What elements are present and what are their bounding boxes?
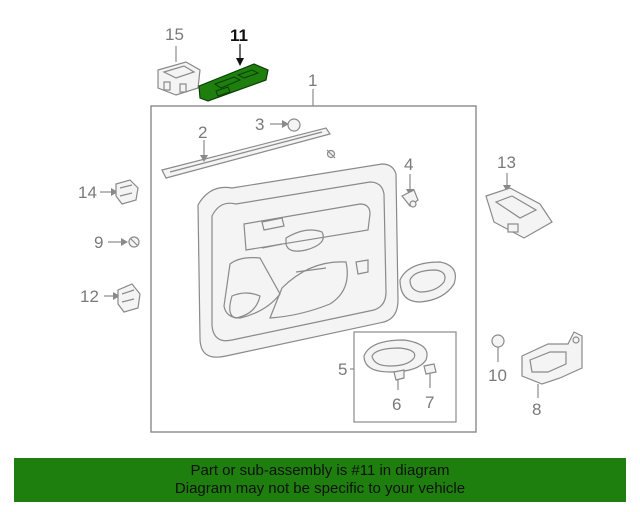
part-4-clip[interactable] xyxy=(401,189,419,208)
door-trim-panel[interactable] xyxy=(197,163,399,358)
part-12-clip[interactable] xyxy=(117,283,141,313)
part-8-bracket[interactable] xyxy=(521,331,583,385)
callout-15: 15 xyxy=(165,25,184,44)
banner-line-2: Diagram may not be specific to your vehi… xyxy=(174,480,466,497)
callout-3: 3 xyxy=(255,115,264,134)
part-15-switch[interactable] xyxy=(157,61,201,96)
part-9-fastener[interactable] xyxy=(128,236,140,248)
part-3-clip[interactable] xyxy=(287,118,301,132)
callout-5: 5 xyxy=(338,360,347,379)
callout-13: 13 xyxy=(497,153,516,172)
part-5-subassembly-box xyxy=(353,331,457,423)
callout-11: 11 xyxy=(230,26,248,45)
part-6-screw[interactable] xyxy=(393,369,405,381)
part-5-handle[interactable] xyxy=(363,339,428,373)
part-2-belt-moulding[interactable] xyxy=(161,127,331,179)
callout-2: 2 xyxy=(198,123,207,142)
part-7-cap[interactable] xyxy=(423,363,437,375)
inside-handle-bezel[interactable] xyxy=(399,261,456,303)
callout-1: 1 xyxy=(308,71,317,90)
callout-9: 9 xyxy=(94,233,103,252)
callout-8: 8 xyxy=(532,400,541,419)
info-banner: Part or sub-assembly is #11 in diagram D… xyxy=(14,458,626,502)
part-11-switch-panel[interactable] xyxy=(198,63,269,102)
part-13-switch[interactable] xyxy=(485,187,553,239)
screw xyxy=(326,149,336,159)
callout-12: 12 xyxy=(80,287,99,306)
callout-6: 6 xyxy=(392,395,401,414)
callout-14: 14 xyxy=(78,183,97,202)
callout-10: 10 xyxy=(488,366,507,385)
callout-4: 4 xyxy=(404,155,413,174)
banner-line-1: Part or sub-assembly is #11 in diagram xyxy=(190,462,450,479)
part-14-clip[interactable] xyxy=(115,179,139,205)
part-10-clip[interactable] xyxy=(491,334,505,348)
callout-7: 7 xyxy=(425,393,434,412)
